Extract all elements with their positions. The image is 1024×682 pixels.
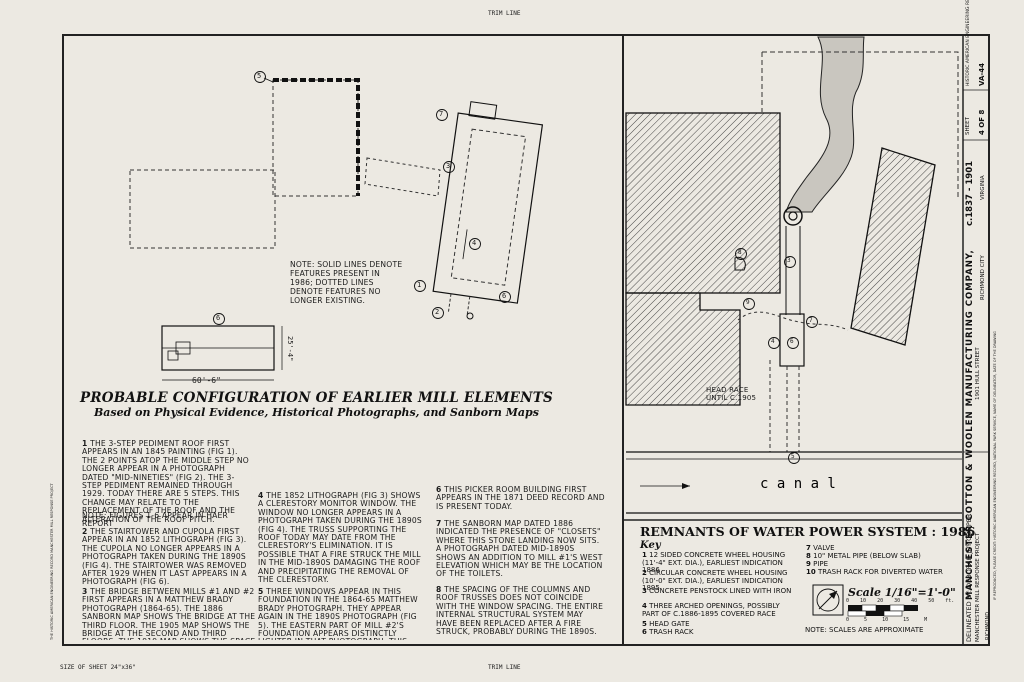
tb-agency: THE HISTORIC AMERICAN ENGINEERING RECORD… bbox=[50, 483, 54, 640]
tb-haer-no: VA-44 bbox=[978, 62, 986, 86]
key-item-10: 10 TRASH RACK FOR DIVERTED WATER bbox=[806, 568, 943, 576]
right-panel-title: REMNANTS OF WATER POWER SYSTEM : 1986 bbox=[640, 524, 976, 539]
tb-address: 1901 HULL STREET bbox=[975, 347, 981, 400]
callout-2: 2 bbox=[435, 308, 440, 316]
sheet-size-mark: SIZE OF SHEET 24"x36" bbox=[60, 664, 136, 671]
dim-width: 60'-6" bbox=[192, 376, 221, 385]
note-4: 4 THE 1852 LITHOGRAPH (FIG 3) SHOWS A CL… bbox=[258, 491, 422, 585]
mill-building-hatched bbox=[625, 112, 781, 294]
callout-6: 6 bbox=[502, 292, 507, 300]
tb-city: RICHMOND CITY bbox=[980, 255, 986, 300]
earlier-mill-outline bbox=[129, 169, 276, 249]
north-arrow bbox=[812, 584, 844, 616]
tb-sheet-label: SHEET bbox=[965, 117, 971, 135]
canal-label: c a n a l bbox=[760, 476, 836, 492]
callout-6b: 6 bbox=[216, 314, 221, 322]
tb-state: VIRGINIA bbox=[980, 175, 986, 200]
note-figures: NOTE: FIGURES 1-6 APPEAR IN HAER REPORT bbox=[82, 511, 228, 529]
tb-delineator: DELINEATED BY: DEBORAH JOY COOPER bbox=[965, 513, 973, 642]
key-item-1: 1 12 SIDED CONCRETE WHEEL HOUSING (11'-4… bbox=[642, 551, 786, 575]
scale-bar bbox=[847, 604, 918, 617]
note-3: 3 THE BRIDGE BETWEEN MILLS #1 AND #2 FIR… bbox=[82, 588, 256, 640]
stream bbox=[785, 36, 865, 213]
callout-5: 5 bbox=[257, 72, 262, 80]
left-panel-title: PROBABLE CONFIGURATION OF EARLIER MILL E… bbox=[80, 390, 553, 406]
scale-note: NOTE: SCALES ARE APPROXIMATE bbox=[805, 626, 924, 634]
trim-line-top: TRIM LINE bbox=[488, 10, 521, 17]
note-6: 6 THIS PICKER ROOM BUILDING FIRST APPEAR… bbox=[436, 485, 605, 511]
note-7: 7 THE SANBORN MAP DATED 1886 INDICATED T… bbox=[436, 519, 603, 579]
key-item-9: 9 PIPE bbox=[806, 560, 829, 568]
bridge-outline bbox=[364, 157, 441, 197]
head-race-label: HEAD RACE UNTIL c.1905 bbox=[706, 386, 757, 403]
callout-r5: 5 bbox=[791, 453, 795, 460]
key-label: Key bbox=[640, 540, 661, 551]
callout-r6: 6 bbox=[790, 338, 794, 345]
callout-r7: 7 bbox=[809, 317, 813, 324]
dim-height: 25'-4" bbox=[286, 336, 294, 362]
tb-credit: IF REPRODUCED, PLEASE CREDIT: HISTORIC A… bbox=[993, 331, 997, 600]
mill-5-outline bbox=[272, 79, 359, 197]
trim-line-bottom: TRIM LINE bbox=[488, 664, 521, 671]
callout-r8: 8 bbox=[738, 249, 742, 256]
note-2: 2 THE STAIRTOWER AND CUPOLA FIRST APPEAR… bbox=[82, 527, 247, 587]
callout-1: 1 bbox=[417, 281, 422, 289]
note-5: 5 THREE WINDOWS APPEAR IN THIS FOUNDATIO… bbox=[258, 588, 418, 640]
tb-project-name: MANCHESTER MILL RESPONSE PROJECT bbox=[975, 532, 981, 642]
key-item-8: 8 10" METAL PIPE (BELOW SLAB) bbox=[806, 552, 921, 560]
mill-5-solid-walls bbox=[273, 78, 360, 196]
mill-annex-hatched bbox=[625, 292, 741, 406]
drawing-frame bbox=[62, 34, 990, 646]
left-panel-subtitle: Based on Physical Evidence, Historical P… bbox=[94, 406, 539, 419]
callout-7: 7 bbox=[439, 110, 444, 118]
tb-record: HISTORIC AMERICAN ENGINEERING RECORD bbox=[966, 0, 971, 86]
tb-city-short: RICHMOND bbox=[985, 611, 991, 640]
scale-label: Scale 1/16"=1'-0" bbox=[848, 586, 956, 599]
callout-3: 3 bbox=[446, 162, 451, 170]
key-item-3: 3 CONCRETE PENSTOCK LINED WITH IRON bbox=[642, 587, 792, 595]
note-1: 1 THE 3-STEP PEDIMENT ROOF FIRST APPEARS… bbox=[82, 439, 249, 524]
mill-1-plan bbox=[432, 101, 544, 317]
key-item-4: 4 THREE ARCHED OPENINGS, POSSIBLY PART O… bbox=[642, 602, 780, 618]
key-item-6: 6 TRASH RACK bbox=[642, 628, 694, 636]
wheel-housing bbox=[783, 206, 803, 226]
callout-r3: 3 bbox=[787, 257, 791, 264]
key-item-5: 5 HEAD GATE bbox=[642, 620, 690, 628]
key-item-7: 7 VALVE bbox=[806, 544, 835, 552]
key-item-2: 2 CIRCULAR CONCRETE WHEEL HOUSING (10'-0… bbox=[642, 569, 788, 593]
scale-ticks-m: 0 5 10 15 M bbox=[846, 617, 928, 623]
head-gate bbox=[779, 313, 805, 367]
tb-sheet-number: 4 OF 8 bbox=[978, 109, 986, 135]
callout-4: 4 bbox=[472, 239, 477, 247]
callout-r9: 9 bbox=[746, 299, 750, 306]
scale-ticks-ft: 0 10 20 30 40 50 ft. bbox=[846, 598, 955, 604]
adjacent-building-hatched bbox=[850, 147, 936, 346]
note-8: 8 THE SPACING OF THE COLUMNS AND ROOF TR… bbox=[436, 585, 604, 637]
callout-r4: 4 bbox=[771, 338, 775, 345]
tb-date: c.1837 - 1901 bbox=[965, 160, 975, 226]
legend-note: NOTE: SOLID LINES DENOTE FEATURES PRESEN… bbox=[290, 260, 403, 305]
